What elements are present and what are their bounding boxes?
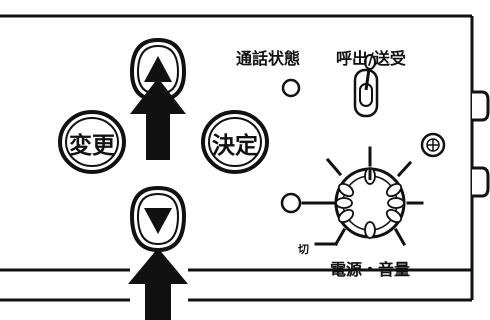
power-led [280,192,302,214]
confirm-button-label: 決定 [212,133,258,159]
call-status-led [281,78,301,98]
power-volume-label: 電源・音量 [330,260,411,279]
off-label: 切 [298,243,309,256]
call-status-label: 通話状態 [236,49,301,68]
change-button[interactable] [58,110,126,174]
volume-dial-ticks [301,146,424,247]
confirm-button[interactable] [201,110,269,174]
speaker-icon [420,132,446,158]
change-button-label: 変更 [69,133,115,159]
call-send-receive-label: 呼出/送受 [336,49,406,68]
call-toggle-switch[interactable] [353,54,379,118]
volume-dial[interactable] [334,167,406,239]
triangle-up-icon [144,56,172,82]
down-button[interactable] [129,185,187,253]
arrow-up-lower-icon [128,248,188,320]
panel-outline [0,14,474,302]
arrow-up-icon [130,78,186,160]
side-connectors [472,90,490,198]
triangle-down-icon [144,208,172,234]
